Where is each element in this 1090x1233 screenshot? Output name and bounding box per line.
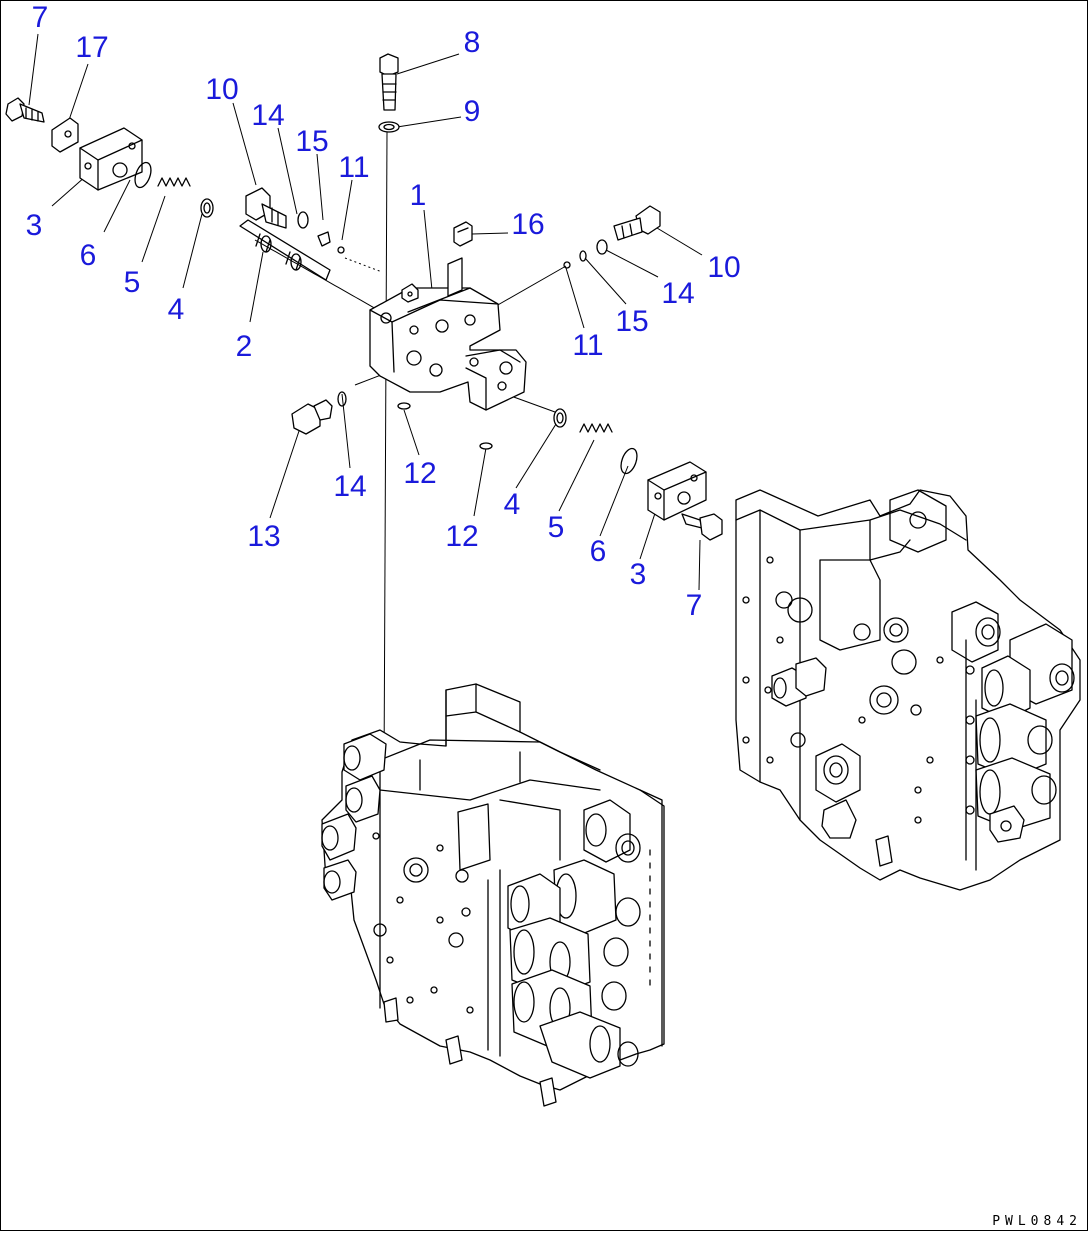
oring-6-upper xyxy=(134,161,152,189)
callout-10: 10 xyxy=(205,73,239,106)
ball-11-right xyxy=(563,261,571,269)
callout-5: 5 xyxy=(123,266,141,299)
leader-lines xyxy=(28,33,703,776)
bolt-16 xyxy=(453,221,473,247)
callout-1: 1 xyxy=(409,179,427,212)
callout-6: 6 xyxy=(589,535,607,568)
plug-10-right xyxy=(613,205,661,241)
plug-10-upper xyxy=(245,187,287,229)
callout-8: 8 xyxy=(463,26,481,59)
retainer-4-upper xyxy=(200,198,214,218)
callout-4: 4 xyxy=(167,293,185,326)
drawing-code-label: PWL0842 xyxy=(992,1214,1082,1229)
callout-17: 17 xyxy=(75,31,109,64)
bolt-7-upper xyxy=(5,97,45,123)
washer-15-upper xyxy=(317,231,331,247)
callout-7: 7 xyxy=(31,1,49,34)
oring-14-right xyxy=(596,239,608,255)
callout-6: 6 xyxy=(79,239,97,272)
callout-7: 7 xyxy=(685,589,703,622)
bolt-8 xyxy=(379,53,399,111)
callout-9: 9 xyxy=(463,95,481,128)
oring-14-lower xyxy=(337,391,347,407)
flange-cover-3-upper xyxy=(79,127,143,191)
callout-12: 12 xyxy=(403,457,437,490)
main-control-valve-center xyxy=(321,683,665,1107)
callout-10: 10 xyxy=(707,251,741,284)
oring-12-a xyxy=(397,402,411,410)
callout-14: 14 xyxy=(333,470,367,503)
callout-14: 14 xyxy=(661,277,695,310)
callout-16: 16 xyxy=(511,208,545,241)
callout-11: 11 xyxy=(338,151,370,184)
main-control-valve-right xyxy=(735,489,1081,891)
callout-2: 2 xyxy=(235,330,253,363)
bolt-7-lower xyxy=(681,513,723,541)
valve-body-1 xyxy=(369,257,527,411)
ball-11-upper xyxy=(337,246,345,254)
callout-4: 4 xyxy=(503,488,521,521)
callout-5: 5 xyxy=(547,511,565,544)
callout-11: 11 xyxy=(572,329,604,362)
spool-2 xyxy=(239,219,331,281)
oring-12-b xyxy=(479,442,493,450)
retainer-4-lower xyxy=(553,408,567,428)
callout-14: 14 xyxy=(251,99,285,132)
callout-13: 13 xyxy=(247,520,281,553)
callout-3: 3 xyxy=(629,558,647,591)
spring-5-lower xyxy=(579,423,613,433)
callout-3: 3 xyxy=(25,209,43,242)
spring-5-upper xyxy=(157,177,191,187)
washer-15-right xyxy=(579,250,587,262)
plate-17 xyxy=(51,117,79,153)
callout-15: 15 xyxy=(615,305,649,338)
plug-13 xyxy=(291,399,333,435)
callout-12: 12 xyxy=(445,520,479,553)
oring-6-lower xyxy=(620,447,638,475)
flange-cover-3-lower xyxy=(647,461,707,521)
oring-14-upper xyxy=(297,211,309,229)
callout-15: 15 xyxy=(295,125,329,158)
washer-9 xyxy=(378,121,400,133)
